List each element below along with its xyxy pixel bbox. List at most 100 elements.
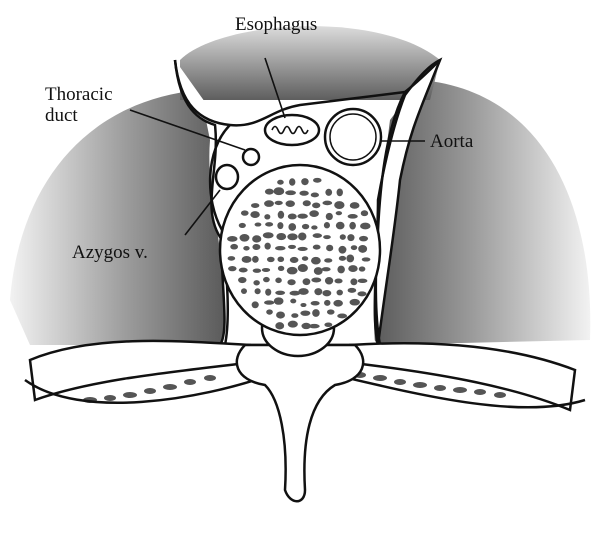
bone-spot	[326, 244, 334, 252]
right-rib	[343, 342, 577, 412]
bone-spot	[308, 323, 320, 329]
right-lung	[373, 80, 591, 345]
bone-spot	[360, 210, 369, 217]
bone-spot	[264, 242, 271, 250]
bone-spot	[251, 301, 259, 309]
bone-spot	[301, 223, 310, 230]
bone-spot	[253, 280, 260, 286]
bone-spot	[348, 265, 358, 272]
bone-spot	[252, 243, 261, 251]
bone-spot	[240, 210, 249, 216]
label-aorta: Aorta	[430, 131, 474, 152]
bone-spot	[287, 233, 298, 241]
vertebral-body-texture	[227, 177, 371, 330]
bone-spot	[358, 266, 366, 272]
left-lung	[10, 90, 226, 345]
bone-spot	[323, 222, 331, 229]
bone-spot	[287, 279, 296, 286]
bone-spot	[252, 235, 262, 243]
bone-spot	[289, 256, 299, 264]
bone-spot	[310, 301, 320, 306]
bone-spot	[338, 255, 347, 261]
bone-spot	[337, 313, 348, 319]
bone-spot	[252, 268, 262, 273]
bone-spot	[227, 236, 238, 242]
bone-spot	[311, 277, 322, 283]
bone-spot	[227, 256, 236, 261]
bone-spot	[287, 320, 298, 328]
bone-spot	[312, 233, 322, 238]
bone-spot	[250, 211, 260, 219]
bone-spot	[322, 200, 333, 206]
bone-spot	[277, 210, 285, 219]
bone-spot	[299, 190, 309, 196]
bone-spot	[301, 178, 309, 186]
bone-spot	[266, 256, 275, 263]
bone-spot	[238, 222, 246, 229]
bone-spot	[349, 221, 356, 230]
bone-spot	[264, 200, 274, 207]
bone-spot	[297, 213, 308, 219]
bone-spot	[277, 222, 284, 230]
bone-spot	[274, 200, 283, 206]
bone-spot	[297, 246, 308, 251]
azygos-vein	[214, 163, 240, 191]
bone-spot	[347, 287, 357, 293]
bone-spot	[312, 309, 320, 317]
bone-spot	[312, 202, 321, 209]
bone-spot	[290, 298, 297, 304]
bone-spot	[310, 192, 319, 198]
bone-spot	[335, 211, 343, 216]
bone-spot	[275, 246, 286, 251]
bone-spot	[302, 278, 311, 286]
bone-spot	[285, 190, 296, 196]
aorta	[323, 107, 383, 167]
bone-spot	[357, 291, 367, 297]
bone-spot	[357, 278, 368, 283]
bone-spot	[349, 298, 360, 306]
bone-spot	[277, 179, 284, 185]
bone-spot	[264, 300, 275, 305]
bone-spot	[346, 254, 355, 263]
bone-spot	[302, 200, 311, 207]
bone-spot	[314, 288, 323, 296]
vertebral-arch-and-spinous-process	[235, 343, 365, 503]
bone-spot	[239, 233, 250, 242]
bone-spot	[350, 278, 358, 286]
bone-spot	[285, 200, 295, 207]
bone-spot	[275, 322, 285, 330]
bone-spot	[241, 256, 252, 263]
bone-spot	[339, 234, 346, 240]
thoracic-duct	[241, 147, 261, 167]
bone-spot	[265, 288, 272, 296]
bone-spot	[243, 245, 250, 251]
bone-spot	[297, 264, 308, 273]
bone-spot	[323, 235, 331, 240]
bone-spot	[238, 276, 247, 284]
bone-spot	[277, 256, 285, 263]
bone-spot	[347, 214, 358, 219]
bone-spot	[360, 222, 371, 230]
bone-spot	[291, 313, 299, 318]
bone-spot	[349, 202, 360, 209]
bone-spot	[265, 222, 274, 227]
bone-spot	[336, 188, 343, 197]
bone-spot	[289, 178, 296, 186]
label-azygos-vein: Azygos v.	[72, 242, 148, 263]
bone-spot	[266, 309, 273, 315]
bone-spot	[325, 212, 333, 221]
bone-spot	[261, 267, 271, 272]
bone-spot	[301, 322, 311, 330]
bone-spot	[298, 232, 307, 241]
bone-spot	[324, 258, 333, 263]
bone-spot	[230, 243, 239, 250]
bone-spot	[324, 276, 334, 285]
bone-spot	[313, 267, 323, 275]
bone-spot	[251, 203, 260, 209]
bone-spot	[276, 311, 285, 319]
bone-spot	[359, 235, 369, 242]
bone-spot	[298, 288, 309, 295]
bone-spot	[252, 255, 259, 263]
bone-spot	[311, 256, 321, 265]
